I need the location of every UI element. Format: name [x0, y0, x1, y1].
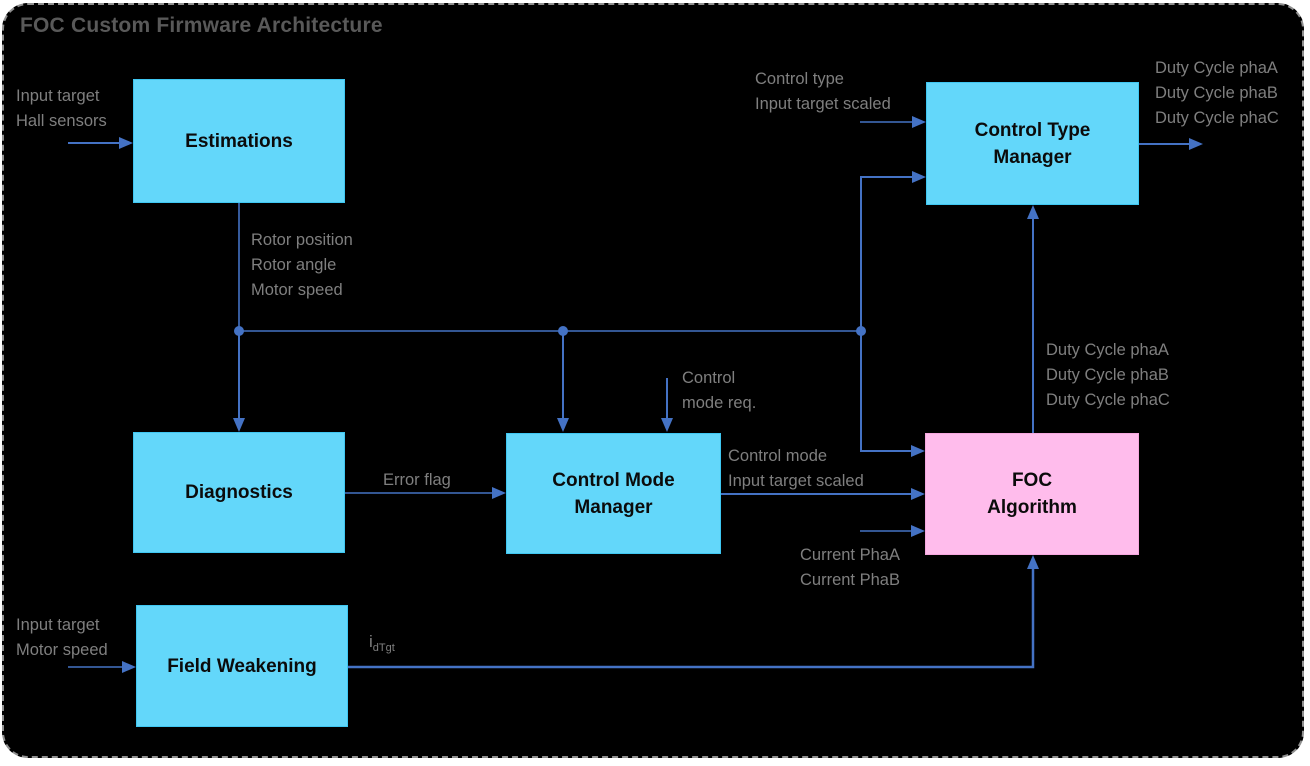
- label-ctm-outputs: Duty Cycle phaA Duty Cycle phaB Duty Cyc…: [1155, 59, 1279, 127]
- arrowhead-foc-in-cmm: [911, 488, 925, 500]
- label-idtgt-sub: dTgt: [372, 642, 395, 654]
- label-error-flag: Error flag: [383, 471, 451, 489]
- arrowhead-estimations-in: [119, 137, 133, 149]
- arrowhead-foc-in-bus: [911, 445, 925, 457]
- arrowhead-cmm-top-bus: [557, 418, 569, 432]
- arrowhead-cmm-in-error: [492, 487, 506, 499]
- node-control-type-manager: Control Type Manager: [926, 82, 1139, 205]
- label-ctm-inputs: Control type Input target scaled: [755, 70, 891, 113]
- label-idtgt-base: i: [369, 632, 373, 651]
- arrowhead-foc-bottom-up: [1027, 555, 1039, 569]
- node-control-mode-manager-label: Control Mode Manager: [552, 469, 675, 518]
- arrowhead-cmm-top-req: [661, 418, 673, 432]
- edge-bus-to-foc-algorithm: [860, 331, 912, 452]
- node-diagnostics-label: Diagnostics: [185, 482, 293, 503]
- label-control-mode-req: Control mode req.: [682, 369, 757, 412]
- node-foc-algorithm-label: FOC Algorithm: [987, 470, 1077, 518]
- edge-bus-to-control-type-manager: [860, 176, 913, 331]
- junction-dot-right: [856, 326, 866, 336]
- arrowhead-field-weakening-in: [122, 661, 136, 673]
- node-field-weakening: Field Weakening: [136, 605, 348, 727]
- junction-dot-middle: [558, 326, 568, 336]
- node-field-weakening-label: Field Weakening: [167, 655, 317, 677]
- label-idtgt: idTgt: [369, 629, 395, 661]
- label-fw-inputs: Input target Motor speed: [16, 616, 108, 659]
- edge-field-weakening-out: [348, 568, 1035, 669]
- diagram-title: FOC Custom Firmware Architecture: [20, 14, 383, 37]
- arrowhead-ctm-in-upper: [912, 116, 926, 128]
- arrowhead-foc-in-current: [911, 525, 925, 537]
- node-control-type-manager-label: Control Type Manager: [974, 119, 1091, 168]
- arrowhead-ctm-in-lower: [912, 171, 926, 183]
- node-control-mode-manager: Control Mode Manager: [506, 433, 721, 554]
- node-estimations-label: Estimations: [185, 130, 293, 152]
- arrowhead-ctm-feedback-up: [1027, 205, 1039, 219]
- label-current-inputs: Current PhaA Current PhaB: [800, 546, 900, 589]
- arrowhead-ctm-out: [1189, 138, 1203, 150]
- label-cmm-outputs: Control mode Input target scaled: [728, 447, 864, 490]
- label-foc-outputs: Duty Cycle phaA Duty Cycle phaB Duty Cyc…: [1046, 341, 1170, 409]
- label-estimations-outputs: Rotor position Rotor angle Motor speed: [251, 231, 353, 299]
- label-estimations-inputs: Input target Hall sensors: [16, 87, 107, 130]
- junction-dot-left: [234, 326, 244, 336]
- node-foc-algorithm: FOC Algorithm: [925, 433, 1139, 555]
- node-estimations: Estimations: [133, 79, 345, 203]
- arrowhead-diagnostics-in: [233, 418, 245, 432]
- node-diagnostics: Diagnostics: [133, 432, 345, 553]
